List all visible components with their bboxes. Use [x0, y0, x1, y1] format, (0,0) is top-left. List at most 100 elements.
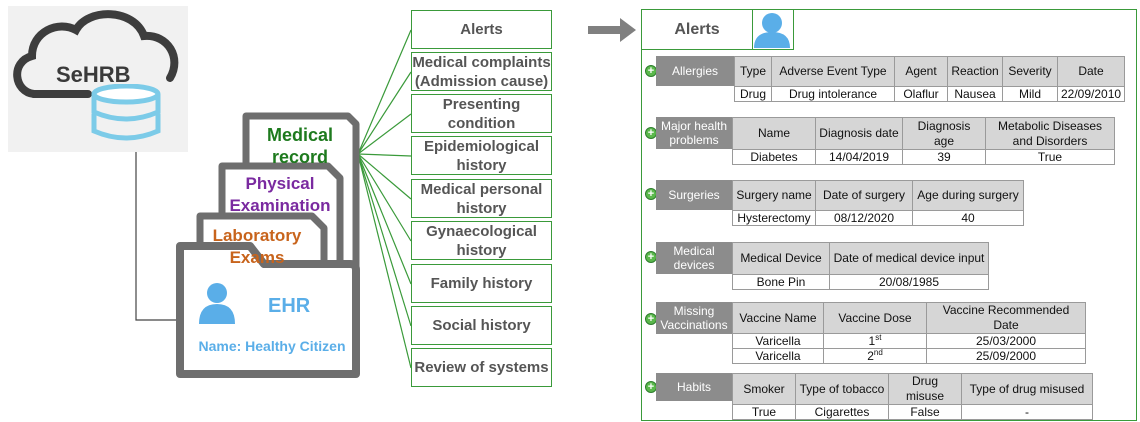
table-cell: 1st — [823, 333, 927, 349]
category-alerts[interactable]: Alerts — [411, 10, 552, 49]
table-cell: 39 — [902, 149, 986, 165]
category-epidemiological-history[interactable]: Epidemiological history — [411, 136, 552, 175]
table-row: True Cigarettes False - — [732, 404, 1093, 420]
table-cell: Bone Pin — [732, 274, 830, 290]
allergies-header: Type — [734, 56, 772, 87]
ehr-title: EHR — [268, 295, 311, 317]
table-cell: 14/04/2019 — [815, 149, 903, 165]
table-cell: Varicella — [732, 348, 824, 364]
devices-table: Medical Device Date of medical device in… — [732, 242, 989, 290]
physical-exam-line2: Examination — [229, 196, 331, 215]
table-cell: Diabetes — [732, 149, 816, 165]
devices-header: Medical Device — [732, 242, 830, 275]
table-row: Varicella 1st 25/03/2000 — [732, 333, 1086, 349]
table-cell: Nausea — [947, 86, 1003, 102]
allergies-header: Severity — [1002, 56, 1058, 87]
table-cell: Olaflur — [894, 86, 948, 102]
table-cell: Mild — [1002, 86, 1058, 102]
table-cell: Hysterectomy — [732, 210, 816, 226]
health-header: Name — [732, 117, 816, 150]
dose-value: 2 — [867, 349, 874, 363]
devices-header: Date of medical device input — [829, 242, 989, 275]
medical-record-line2: record — [271, 147, 329, 167]
medical-record-label: Medical record — [250, 124, 350, 168]
allergies-label: Allergies — [656, 56, 734, 86]
table-row: Hysterectomy 08/12/2020 40 — [732, 210, 1024, 226]
habits-header: Drug misuse — [888, 373, 962, 405]
cloud-icon — [13, 10, 179, 98]
physical-exam-label: Physical Examination — [222, 173, 338, 217]
vaccinations-table: Vaccine Name Vaccine Dose Vaccine Recomm… — [732, 302, 1086, 364]
vaccinations-header: Vaccine Name — [732, 302, 824, 334]
surgeries-header: Surgery name — [732, 180, 816, 211]
table-cell: 22/09/2010 — [1056, 86, 1126, 102]
vaccinations-header: Vaccine Recommended Date — [926, 302, 1086, 334]
expand-health-problems-icon[interactable]: + — [645, 127, 657, 139]
habits-label: Habits — [656, 373, 732, 401]
allergies-header: Date — [1056, 56, 1126, 87]
health-header: Metabolic Diseases and Disorders — [985, 117, 1115, 150]
physical-exam-line1: Physical — [245, 174, 315, 193]
vaccinations-label: Missing Vaccinations — [656, 302, 732, 334]
health-header: Diagnosis age — [902, 117, 986, 150]
devices-label: Medical devices — [656, 242, 732, 274]
database-icon — [91, 84, 161, 141]
habits-header: Smoker — [732, 373, 796, 405]
table-row: Varicella 2nd 25/09/2000 — [732, 348, 1086, 364]
cloud-label: SeHRB — [56, 62, 131, 87]
category-medical-complaints[interactable]: Medical complaints (Admission cause) — [411, 52, 552, 91]
vaccinations-header: Vaccine Dose — [823, 302, 927, 334]
table-cell: True — [732, 404, 796, 420]
table-row: Drug Drug intolerance Olaflur Nausea Mil… — [734, 86, 1126, 102]
table-cell: Drug — [734, 86, 772, 102]
surgeries-header: Age during surgery — [912, 180, 1024, 211]
table-row: Diabetes 14/04/2019 39 True — [732, 149, 1115, 165]
health-problems-table: Name Diagnosis date Diagnosis age Metabo… — [732, 117, 1115, 165]
user-icon — [199, 283, 235, 324]
health-header: Diagnosis date — [815, 117, 903, 150]
table-cell: Cigarettes — [795, 404, 889, 420]
allergies-header: Agent — [894, 56, 948, 87]
avatar-tab[interactable] — [752, 9, 794, 50]
category-social-history[interactable]: Social history — [411, 306, 552, 345]
table-cell: 40 — [912, 210, 1024, 226]
table-cell: True — [985, 149, 1115, 165]
avatar-icon — [754, 13, 790, 48]
laboratory-exams-label: Laboratory Exams — [202, 225, 312, 269]
category-medical-personal-history[interactable]: Medical personal history — [411, 179, 552, 218]
laboratory-exams-line1: Laboratory — [212, 226, 302, 245]
category-presenting-condition[interactable]: Presenting condition — [411, 94, 552, 133]
health-problems-label: Major health problems — [656, 117, 732, 149]
alerts-tab[interactable]: Alerts — [641, 9, 753, 50]
ehr-patient-name: Name: Healthy Citizen — [198, 338, 346, 354]
allergies-header: Adverse Event Type — [771, 56, 895, 87]
surgeries-label: Surgeries — [656, 180, 732, 210]
table-row: Bone Pin 20/08/1985 — [732, 274, 989, 290]
dose-value: 1 — [868, 334, 876, 348]
table-cell: False — [888, 404, 962, 420]
table-cell: 08/12/2020 — [815, 210, 913, 226]
allergies-table: Type Adverse Event Type Agent Reaction S… — [734, 56, 1126, 102]
medical-record-line1: Medical — [266, 125, 334, 145]
folder-stack — [176, 112, 360, 378]
category-family-history[interactable]: Family history — [411, 264, 552, 303]
table-cell: Varicella — [732, 333, 824, 349]
table-cell: Drug intolerance — [771, 86, 895, 102]
category-review-of-systems[interactable]: Review of systems — [411, 348, 552, 387]
table-cell: 25/09/2000 — [926, 348, 1086, 364]
dose-suffix: nd — [873, 348, 883, 357]
allergies-header: Reaction — [947, 56, 1003, 87]
habits-table: Smoker Type of tobacco Drug misuse Type … — [732, 373, 1093, 420]
laboratory-exams-line2: Exams — [229, 248, 285, 267]
surgeries-header: Date of surgery — [815, 180, 913, 211]
habits-header: Type of tobacco — [795, 373, 889, 405]
dose-suffix: st — [875, 333, 882, 342]
alerts-panel — [641, 9, 1137, 421]
table-cell: 2nd — [823, 348, 927, 364]
table-cell: 25/03/2000 — [926, 333, 1086, 349]
table-cell: - — [961, 404, 1093, 420]
category-gynaecological-history[interactable]: Gynaecological history — [411, 221, 552, 260]
habits-header: Type of drug misused — [961, 373, 1093, 405]
table-cell: 20/08/1985 — [829, 274, 989, 290]
